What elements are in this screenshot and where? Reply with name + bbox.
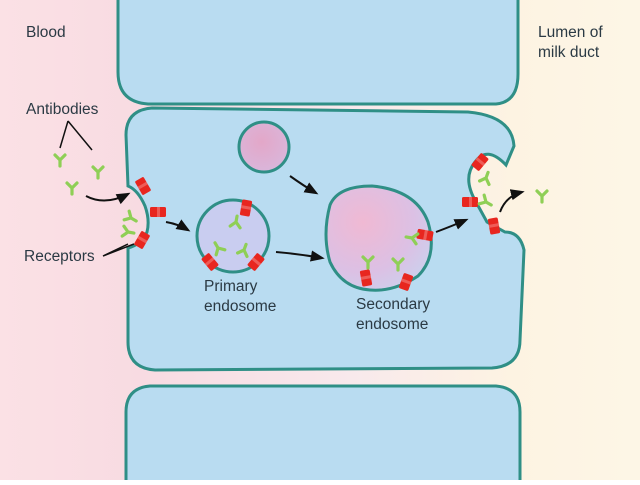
lumen-label-line1: Lumen of — [538, 24, 603, 41]
arrow-vesicle-to-secondary — [289, 175, 319, 195]
antibodies-label: Antibodies — [26, 101, 99, 118]
antibodies-leader-lines — [59, 120, 93, 151]
secondary-endosome — [324, 184, 433, 292]
receptors-leader-lines — [102, 243, 135, 257]
primary-endosome-label-line1: Primary — [204, 278, 258, 295]
primary-endosome-label-line2: endosome — [204, 298, 277, 315]
arrow-secondary-to-membrane — [435, 218, 469, 233]
secondary-endosome-label-line2: endosome — [356, 316, 429, 333]
arrow-to-primary — [165, 219, 191, 232]
receptors-label: Receptors — [24, 248, 95, 265]
blood-label: Blood — [26, 24, 66, 41]
receptor — [462, 197, 478, 207]
receptor — [150, 207, 166, 217]
secondary-endosome-label-line1: Secondary — [356, 296, 431, 313]
lumen-label-line2: milk duct — [538, 44, 600, 61]
arrow-release — [499, 189, 525, 213]
upper-cell — [116, 0, 520, 106]
arrow-into-cell — [85, 192, 131, 205]
lower-cell — [124, 384, 522, 485]
transport-vesicle — [237, 120, 291, 174]
arrow-primary-to-secondary — [275, 250, 325, 262]
